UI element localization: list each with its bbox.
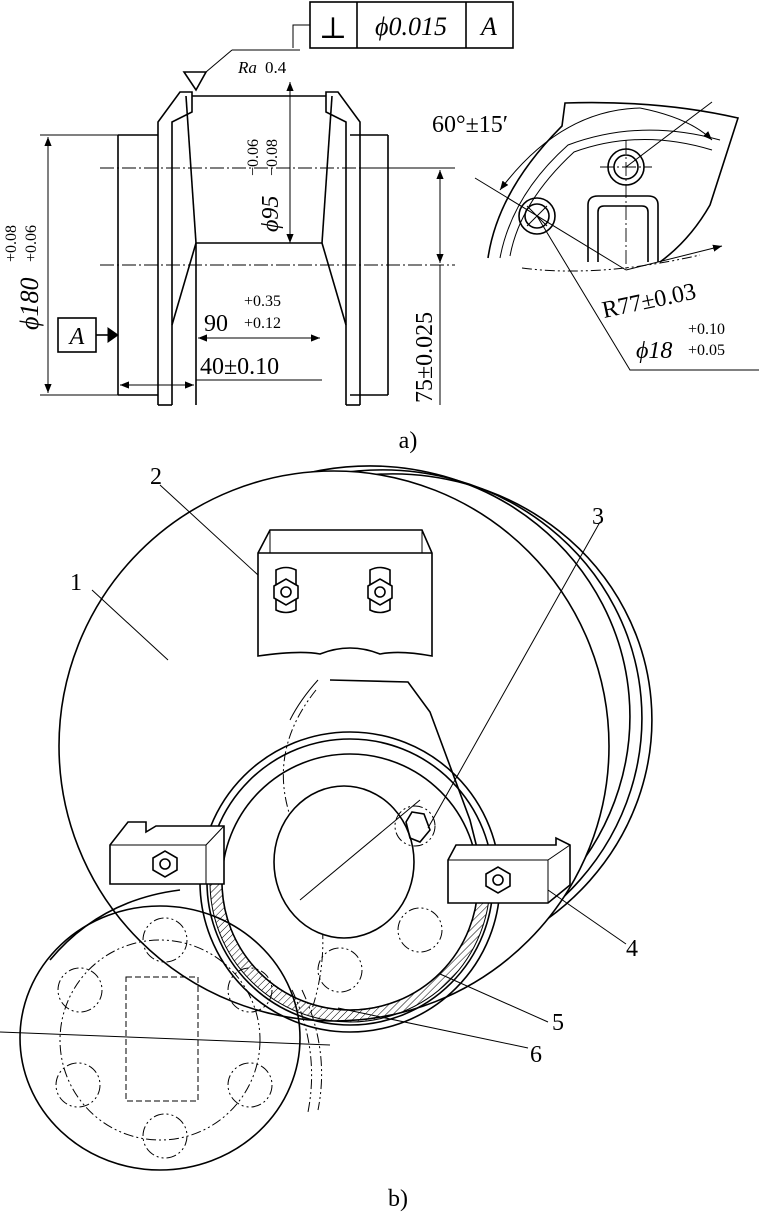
left-clamp — [109, 821, 225, 885]
right-clamp — [447, 836, 571, 904]
dimension-width: 90 +0.35 +0.12 — [198, 293, 320, 342]
angle-value: 60°±15′ — [432, 112, 508, 138]
callout-3: 3 — [592, 504, 604, 530]
hole-diameter-lower: +0.05 — [688, 342, 725, 359]
width-lower: +0.12 — [244, 315, 281, 332]
figure-a-partial-view: 60°±15′ R77±0.03 ϕ18 +0.10 +0.05 — [432, 101, 759, 371]
roughness-value: 0.4 — [265, 58, 287, 77]
top-clamp-block — [257, 529, 433, 657]
width-base: 90 — [204, 311, 228, 337]
counterweight-disc — [0, 889, 331, 1171]
callout-4: 4 — [626, 936, 638, 962]
outer-diameter-base: ϕ180 — [15, 278, 44, 330]
hole-diameter-upper: +0.10 — [688, 321, 725, 338]
perpendicularity-symbol: ⊥ — [319, 12, 347, 45]
callout-6: 6 — [530, 1042, 542, 1068]
dimension-bore-diameter: ϕ95 −0.06 −0.08 — [245, 82, 294, 243]
callout-1: 1 — [70, 570, 82, 596]
callout-2: 2 — [150, 464, 162, 490]
tolerance-value: ϕ0.015 — [375, 12, 447, 41]
outer-diameter-lower: +0.06 — [23, 225, 40, 262]
dimension-height: 75±0.025 — [360, 167, 455, 405]
radius-value: R77±0.03 — [600, 279, 699, 324]
datum-a-marker: A — [57, 317, 119, 353]
hole-diameter-base: ϕ18 — [636, 338, 672, 364]
surface-roughness-symbol: Ra 0.4 — [182, 49, 300, 92]
feature-control-frame: ⊥ ϕ0.015 A — [292, 1, 514, 49]
figure-a-section-view: ⊥ ϕ0.015 A Ra 0.4 — [3, 1, 514, 454]
datum-label: A — [68, 324, 85, 350]
part-outline — [117, 91, 389, 406]
width-upper: +0.35 — [244, 293, 281, 310]
callout-5: 5 — [552, 1010, 564, 1036]
bore-diameter-lower: −0.08 — [264, 139, 281, 176]
figure-b-fixture: 1 2 3 4 5 6 b) — [0, 464, 653, 1212]
caption-b: b) — [388, 1186, 408, 1212]
dimension-offset: 40±0.10 — [120, 354, 322, 389]
outer-diameter-upper: +0.08 — [3, 225, 20, 262]
height-value: 75±0.025 — [412, 312, 438, 403]
dimension-outer-diameter: ϕ180 +0.08 +0.06 — [3, 134, 118, 396]
datum-reference: A — [479, 12, 497, 41]
offset-value: 40±0.10 — [200, 354, 279, 380]
bore-diameter-upper: −0.06 — [245, 139, 262, 176]
caption-a: a) — [399, 428, 418, 454]
roughness-prefix: Ra — [237, 58, 257, 77]
bore-diameter-base: ϕ95 — [258, 196, 284, 232]
